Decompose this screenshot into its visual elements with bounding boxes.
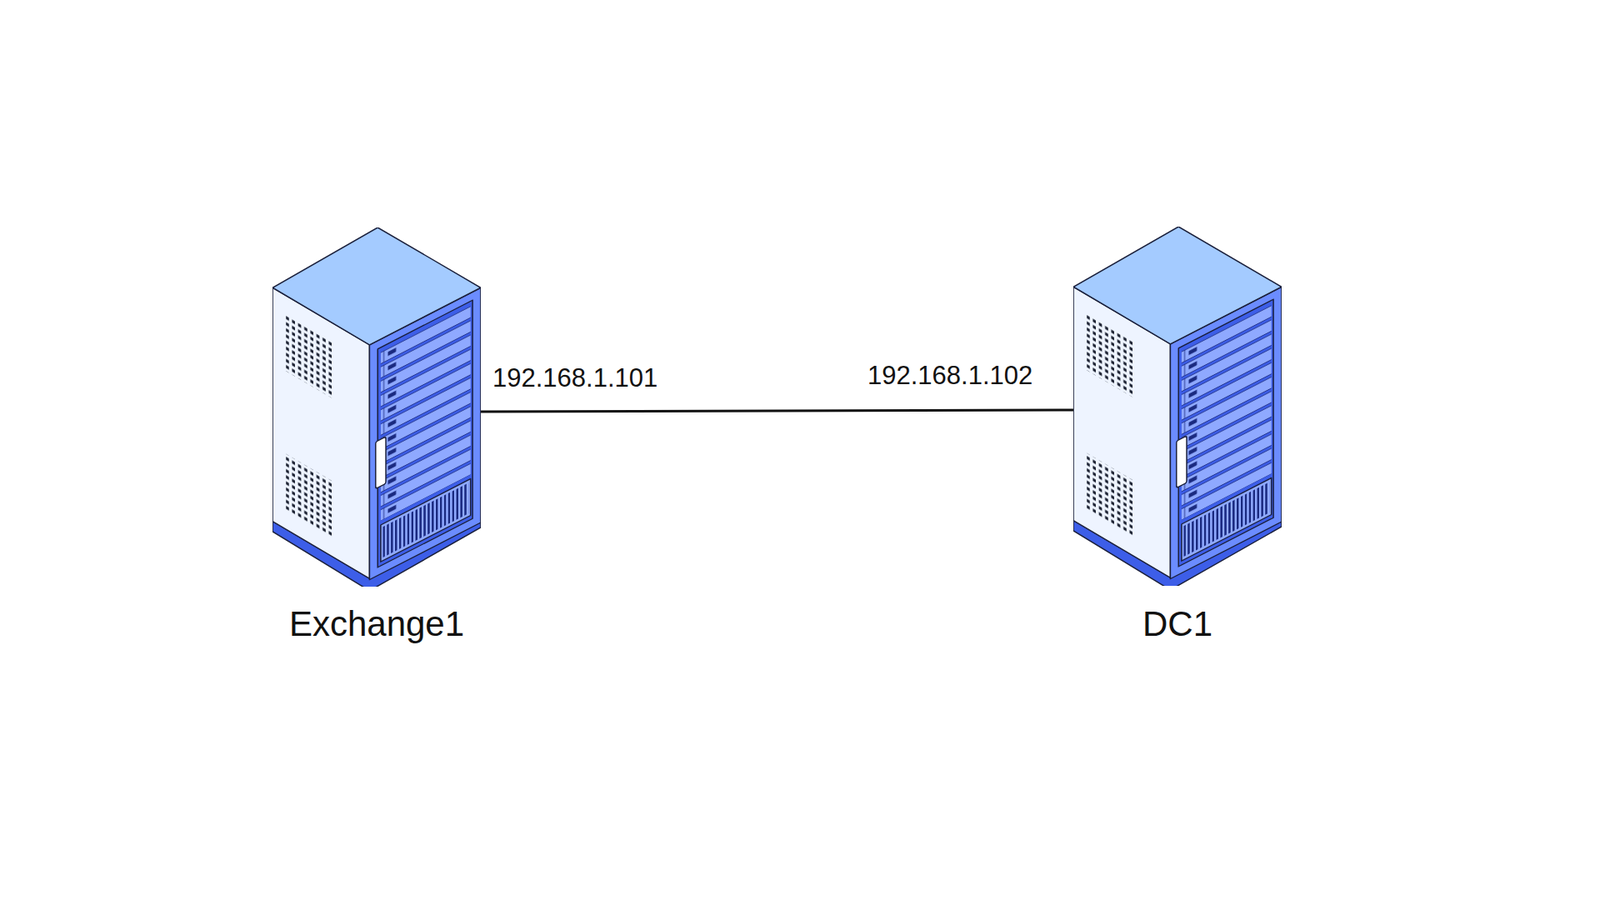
server-name: DC1 bbox=[1142, 604, 1213, 645]
server-name: Exchange1 bbox=[289, 604, 465, 645]
ip-address: 192.168.1.101 bbox=[490, 363, 660, 394]
server-node: DC1 bbox=[1073, 226, 1282, 645]
ip-address: 192.168.1.102 bbox=[865, 360, 1035, 391]
server-node: Exchange1 bbox=[272, 227, 481, 645]
network-link bbox=[480, 410, 1074, 412]
